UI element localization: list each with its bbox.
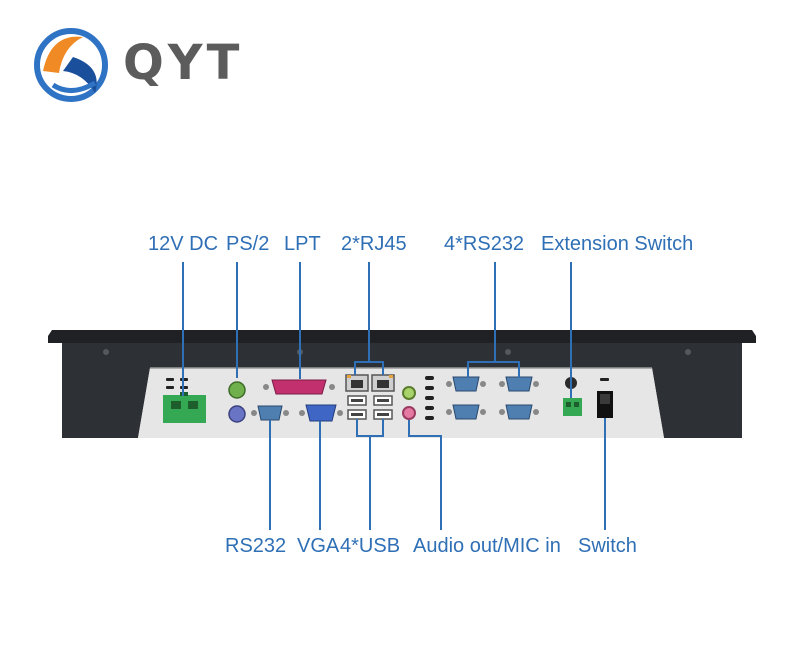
label-extension-switch: Extension Switch <box>541 233 694 255</box>
screw-icon <box>685 349 691 355</box>
ps2-mouse-port <box>228 381 246 399</box>
rs232-port <box>251 405 289 421</box>
label-vga: VGA <box>297 535 340 557</box>
label-switch: Switch <box>578 535 637 557</box>
screw-icon <box>505 349 511 355</box>
bezel-lip <box>48 330 756 343</box>
brand-name: QYT <box>123 35 244 91</box>
mic-in-jack <box>402 406 416 420</box>
vent-slots <box>166 376 609 420</box>
rj45-ports <box>345 374 395 392</box>
rs232-quad-ports <box>446 376 539 420</box>
leader-lines <box>182 262 606 530</box>
brand-logo: QYT <box>33 27 283 107</box>
power-switch <box>597 391 613 418</box>
label-rs232-bottom: RS232 <box>225 535 287 557</box>
label-lpt: LPT <box>284 233 321 255</box>
screw-icon <box>103 349 109 355</box>
port-panel <box>138 368 664 438</box>
label-rs232-top: 4*RS232 <box>444 233 525 255</box>
label-usb: 4*USB <box>340 535 401 557</box>
lpt-port <box>263 379 335 395</box>
label-12v-dc: 12V DC <box>148 233 219 255</box>
power-connector <box>163 392 206 423</box>
label-rj45: 2*RJ45 <box>341 233 407 255</box>
audio-out-jack <box>402 386 416 400</box>
brand-mark-icon <box>34 28 108 102</box>
extension-switch-terminal <box>563 398 582 416</box>
label-ps2: PS/2 <box>226 233 270 255</box>
vga-port <box>299 404 343 422</box>
label-audio: Audio out/MIC in <box>413 535 561 557</box>
ps2-keyboard-port <box>228 405 246 423</box>
